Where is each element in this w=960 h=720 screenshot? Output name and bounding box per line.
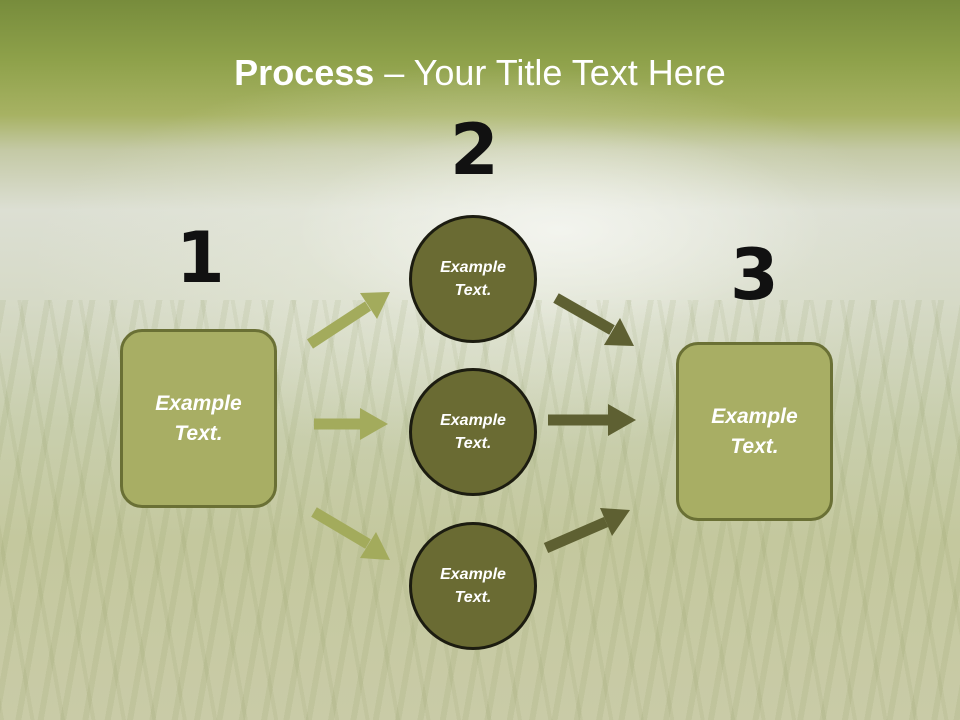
circle-bottom-line2: Text. <box>454 589 492 606</box>
left-box-line1: Example <box>155 392 242 416</box>
arrow-left-to-top <box>306 292 390 349</box>
left-process-box: Example Text. <box>120 329 277 508</box>
circle-top-line2: Text. <box>454 282 492 299</box>
arrow-middle-to-right <box>548 404 636 436</box>
circle-middle-line1: Example <box>440 411 506 429</box>
right-box-line1: Example <box>711 405 798 429</box>
right-box-line2: Text. <box>730 434 779 458</box>
arrow-left-to-middle <box>314 408 388 440</box>
arrow-top-to-right <box>553 293 634 346</box>
arrow-bottom-to-right <box>543 508 630 554</box>
page-title: Process – Your Title Text Here <box>0 52 960 94</box>
circle-middle-line2: Text. <box>454 435 492 452</box>
circle-top-line1: Example <box>440 258 506 276</box>
right-process-box: Example Text. <box>676 342 833 521</box>
step-number-1: 1 <box>176 217 225 299</box>
circle-bottom: Example Text. <box>409 522 537 650</box>
circle-bottom-line1: Example <box>440 565 506 583</box>
title-rest: – Your Title Text Here <box>374 52 726 93</box>
left-box-line2: Text. <box>174 421 223 445</box>
step-number-3: 3 <box>730 234 779 316</box>
step-number-2: 2 <box>450 109 499 191</box>
circle-middle: Example Text. <box>409 368 537 496</box>
title-bold: Process <box>234 52 375 93</box>
circle-top: Example Text. <box>409 215 537 343</box>
arrow-left-to-bottom <box>311 507 390 560</box>
